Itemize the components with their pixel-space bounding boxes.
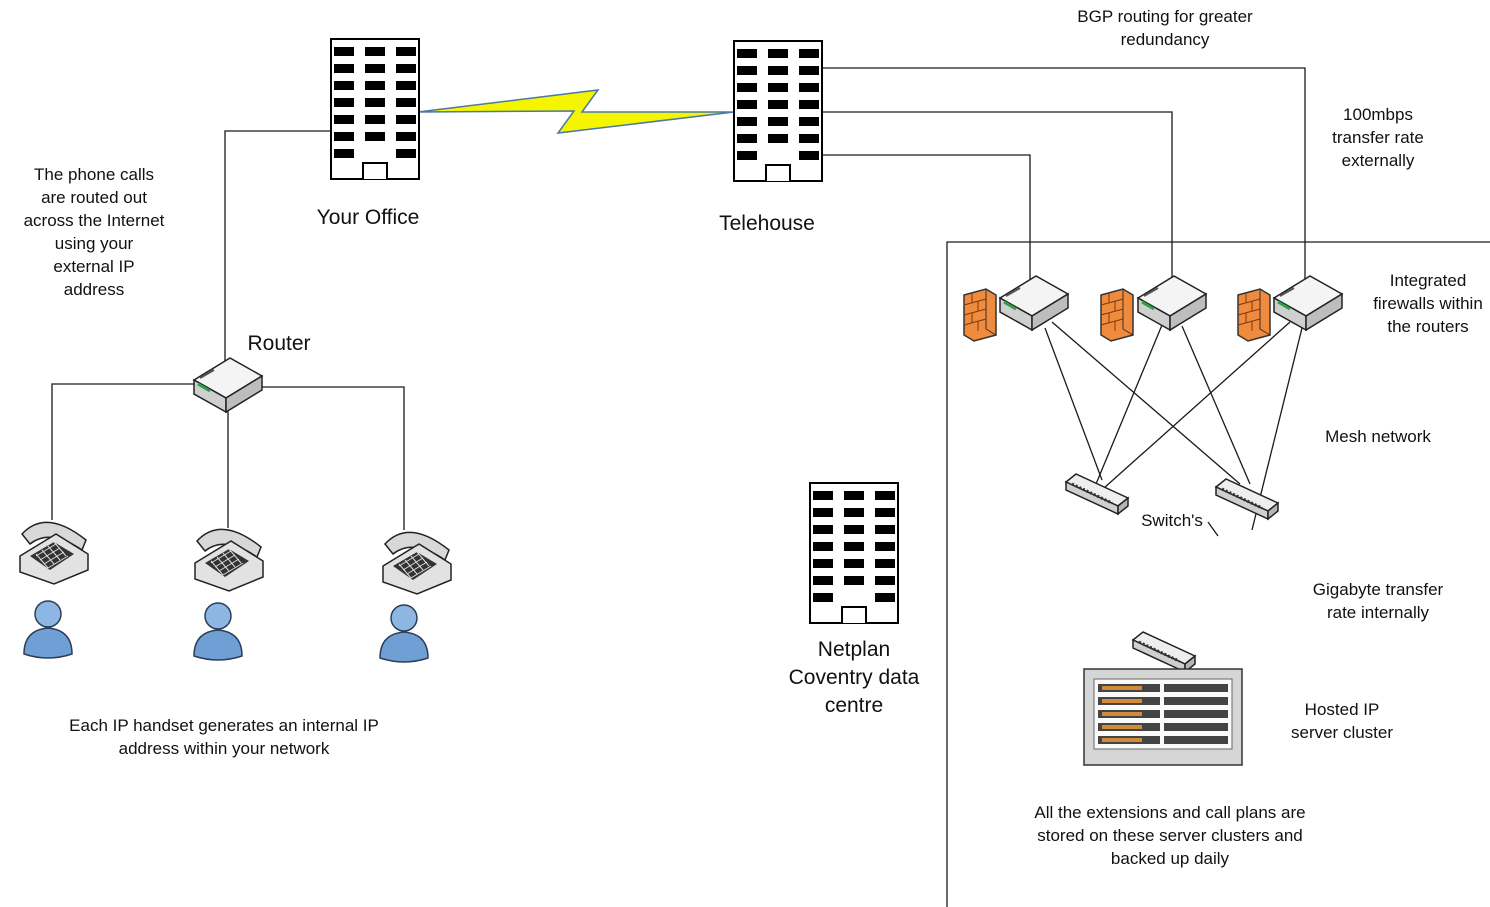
building-icon [809, 482, 899, 624]
telehouse-router1-line [822, 154, 1031, 282]
firewall-icon [1237, 288, 1271, 342]
phone-icon [382, 531, 452, 595]
building-icon [733, 40, 823, 182]
telehouse-label: Telehouse [719, 212, 815, 235]
building-icon [330, 38, 420, 180]
phone-calls-note: The phone calls are routed out across th… [23, 165, 165, 299]
handset-note: Each IP handset generates an internal IP… [69, 716, 379, 758]
storage-note: All the extensions and call plans are st… [1034, 803, 1306, 868]
user-icon [193, 602, 243, 661]
user-icon [23, 600, 73, 659]
data-centre-boundary [946, 241, 1490, 907]
office-router-line [224, 130, 330, 365]
gigabyte-note: Gigabyte transfer rate internally [1312, 580, 1444, 622]
mesh-line [1051, 321, 1241, 485]
firewall-icon [963, 288, 997, 342]
router-icon [192, 356, 264, 414]
user-icon [379, 604, 429, 663]
lightning-link-icon [417, 89, 735, 134]
phone-icon [194, 528, 264, 592]
mesh-line [1044, 327, 1103, 481]
mesh-line [1181, 325, 1251, 485]
transfer-external-note: 100mbps transfer rate externally [1332, 105, 1424, 170]
router-icon [998, 274, 1070, 332]
switch-icon [1131, 630, 1197, 674]
telehouse-router3-line [822, 67, 1306, 282]
telehouse-router2-line [822, 111, 1173, 282]
router-label: Router [247, 332, 311, 355]
switch-label-line [1207, 521, 1219, 537]
server-rack-icon [1083, 668, 1243, 766]
switches-label: Switch's [1141, 511, 1203, 530]
router-phone-1-line [51, 383, 196, 520]
bgp-note: BGP routing for greater redundancy [1077, 7, 1253, 49]
netplan-dc-label: Netplan Coventry data centre [788, 638, 920, 717]
router-icon [1136, 274, 1208, 332]
your-office-label: Your Office [316, 206, 420, 229]
mesh-line [1095, 324, 1163, 485]
mesh-line [1103, 321, 1291, 489]
router-icon [1272, 274, 1344, 332]
switch-icon [1214, 477, 1280, 521]
router-phone-3-line [262, 386, 405, 530]
firewalls-note: Integrated firewalls within the routers [1373, 271, 1483, 336]
phone-icon [19, 521, 89, 585]
hosted-cluster-label: Hosted IP server cluster [1290, 700, 1394, 742]
mesh-network-label: Mesh network [1325, 427, 1431, 446]
firewall-icon [1100, 288, 1134, 342]
